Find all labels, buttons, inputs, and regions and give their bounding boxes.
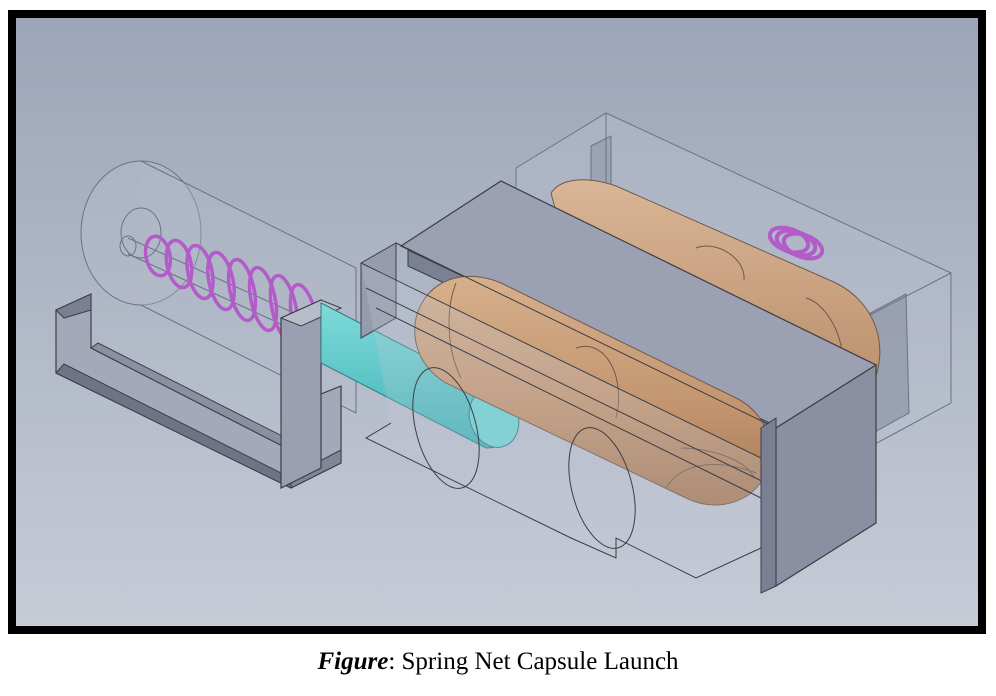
figure-caption: Figure: Spring Net Capsule Launch <box>0 646 996 678</box>
caption-separator: : <box>388 648 402 675</box>
net-capsule <box>414 275 771 506</box>
caption-text: Spring Net Capsule Launch <box>401 648 679 675</box>
housing-front-block <box>760 417 777 594</box>
figure-frame <box>8 10 986 634</box>
rear-spring-coil <box>767 225 825 261</box>
caption-label: Figure <box>317 648 389 675</box>
cad-render <box>16 18 978 626</box>
spring-bracket <box>55 293 343 489</box>
